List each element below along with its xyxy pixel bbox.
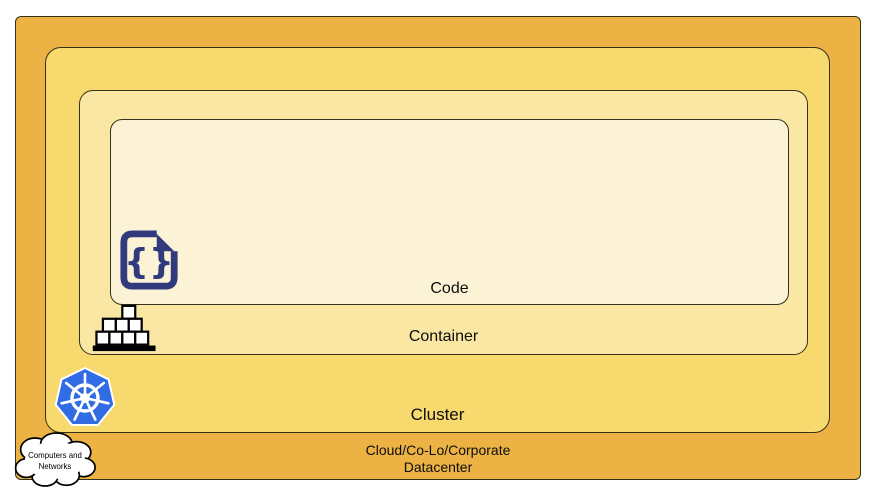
code-braces-glyph: {} — [124, 243, 174, 283]
layer-container: {} Code — [79, 90, 808, 355]
datacenter-label: Cloud/Co-Lo/Corporate Datacenter — [16, 442, 860, 476]
layer-code: {} Code — [110, 119, 789, 305]
datacenter-label-line1: Cloud/Co-Lo/Corporate — [365, 442, 511, 458]
container-label: Container — [408, 328, 479, 345]
layer-datacenter: {} Code — [15, 16, 861, 480]
kubernetes-helm-icon — [54, 367, 116, 426]
datacenter-label-line2: Datacenter — [403, 459, 473, 475]
code-file-icon: {} — [120, 230, 178, 290]
layer-cluster: {} Code — [45, 47, 830, 433]
cluster-label: Cluster — [410, 405, 465, 424]
container-stack-icon — [92, 304, 156, 352]
code-label: Code — [430, 280, 469, 297]
cloud-callout-line1: Computers and — [28, 451, 82, 460]
cloud-icon: Computers and Networks — [14, 432, 96, 487]
cloud-callout-line2: Networks — [39, 462, 72, 471]
